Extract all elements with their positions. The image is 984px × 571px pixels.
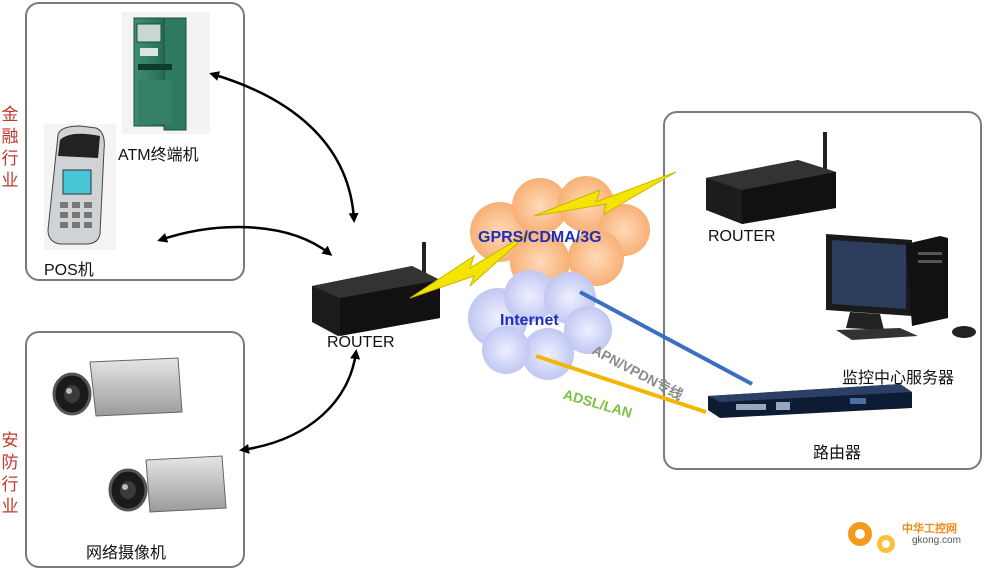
pos-label: POS机 bbox=[44, 256, 94, 280]
router-right-label: ROUTER bbox=[708, 228, 776, 246]
cisco-router-label-text: 路由器 bbox=[813, 445, 862, 462]
watermark-domain: gkong.com bbox=[912, 535, 961, 546]
atm-icon bbox=[122, 12, 210, 134]
pos-label-text: POS机 bbox=[44, 262, 94, 279]
apn-vpdn-line bbox=[579, 290, 753, 386]
finance-industry-text: 金融行业 bbox=[1, 105, 19, 190]
gear-icon bbox=[848, 522, 895, 553]
watermark-domain-text: gkong.com bbox=[912, 535, 961, 546]
server-label-text: 监控中心服务器 bbox=[842, 370, 955, 387]
internet-cloud bbox=[468, 270, 612, 380]
router-left-icon bbox=[312, 242, 440, 336]
internet-label: Internet bbox=[500, 312, 559, 330]
camera-router-arrow bbox=[239, 349, 361, 454]
adsl-lan-line bbox=[535, 354, 707, 414]
atm-label: ATM终端机 bbox=[118, 141, 199, 165]
pos-icon bbox=[44, 124, 116, 250]
router-left-label: ROUTER bbox=[327, 334, 395, 352]
lightning-left-icon bbox=[409, 231, 531, 299]
security-industry-text: 安防行业 bbox=[1, 431, 19, 516]
cisco-router-label: 路由器 bbox=[813, 439, 861, 463]
pos-router-arrow bbox=[157, 225, 333, 256]
server-label: 监控中心服务器 bbox=[842, 364, 954, 388]
camera-icon-bottom bbox=[108, 455, 227, 513]
atm-router-arrow bbox=[209, 71, 359, 223]
wireless-network-label: GPRS/CDMA/3G bbox=[478, 229, 602, 247]
watermark-site-name-text: 中华工控网 bbox=[902, 523, 957, 535]
router-right-icon bbox=[706, 132, 836, 224]
router-left-label-text: ROUTER bbox=[327, 334, 395, 351]
watermark-site-name: 中华工控网 bbox=[902, 520, 957, 536]
internet-text: Internet bbox=[500, 312, 559, 329]
server-monitor-icon bbox=[826, 234, 976, 340]
router-right-label-text: ROUTER bbox=[708, 228, 776, 245]
camera-label: 网络摄像机 bbox=[86, 539, 166, 563]
camera-icon-top bbox=[52, 357, 183, 417]
cisco-router-icon bbox=[708, 384, 912, 418]
camera-label-text: 网络摄像机 bbox=[86, 545, 167, 562]
atm-label-text: ATM终端机 bbox=[118, 147, 199, 164]
security-industry-label: 安防行业 bbox=[0, 430, 20, 518]
wireless-network-text: GPRS/CDMA/3G bbox=[478, 229, 602, 246]
finance-industry-label: 金融行业 bbox=[0, 104, 20, 192]
lightning-right-icon bbox=[533, 171, 677, 217]
